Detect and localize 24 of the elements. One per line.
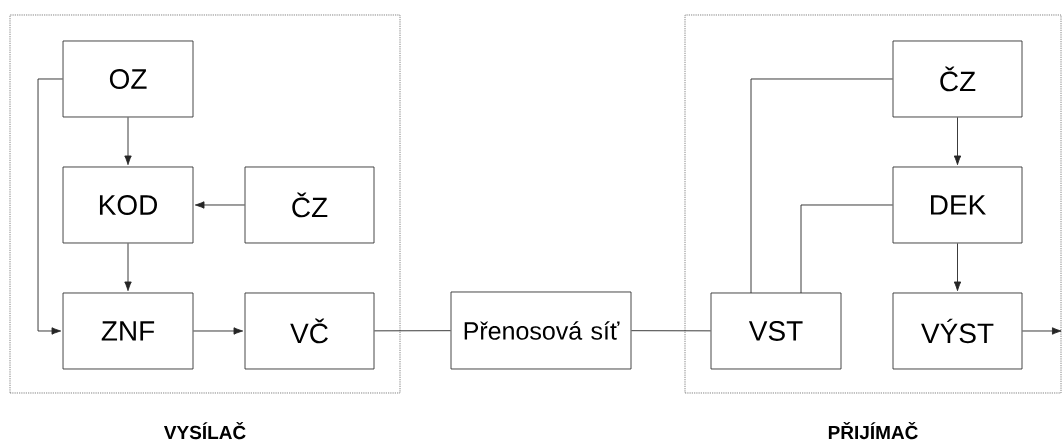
arrow — [124, 117, 132, 166]
process-box: DEK — [892, 166, 1023, 244]
group-title: VYSÍLAČ — [163, 421, 246, 440]
process-box: ZNF — [62, 292, 194, 370]
arrow — [1022, 327, 1062, 335]
connector-line — [800, 204, 893, 294]
arrow — [37, 78, 63, 335]
arrow — [953, 117, 962, 166]
arrow — [194, 201, 245, 209]
process-box: ČZ — [244, 166, 375, 244]
process-box: Přenosová síť — [450, 291, 632, 370]
process-box: VST — [710, 292, 842, 370]
process-box: VČ — [244, 292, 375, 370]
arrow — [953, 243, 962, 292]
process-box: KOD — [62, 166, 194, 244]
connector-line — [631, 330, 711, 332]
process-box: OZ — [62, 40, 194, 118]
process-box: VÝST — [892, 292, 1023, 370]
connector-line — [374, 330, 451, 332]
arrow — [193, 327, 244, 335]
group-title: PŘIJÍMAČ — [828, 421, 918, 440]
process-box: ČZ — [892, 40, 1023, 118]
connector-line — [750, 78, 893, 294]
arrow — [124, 243, 132, 292]
